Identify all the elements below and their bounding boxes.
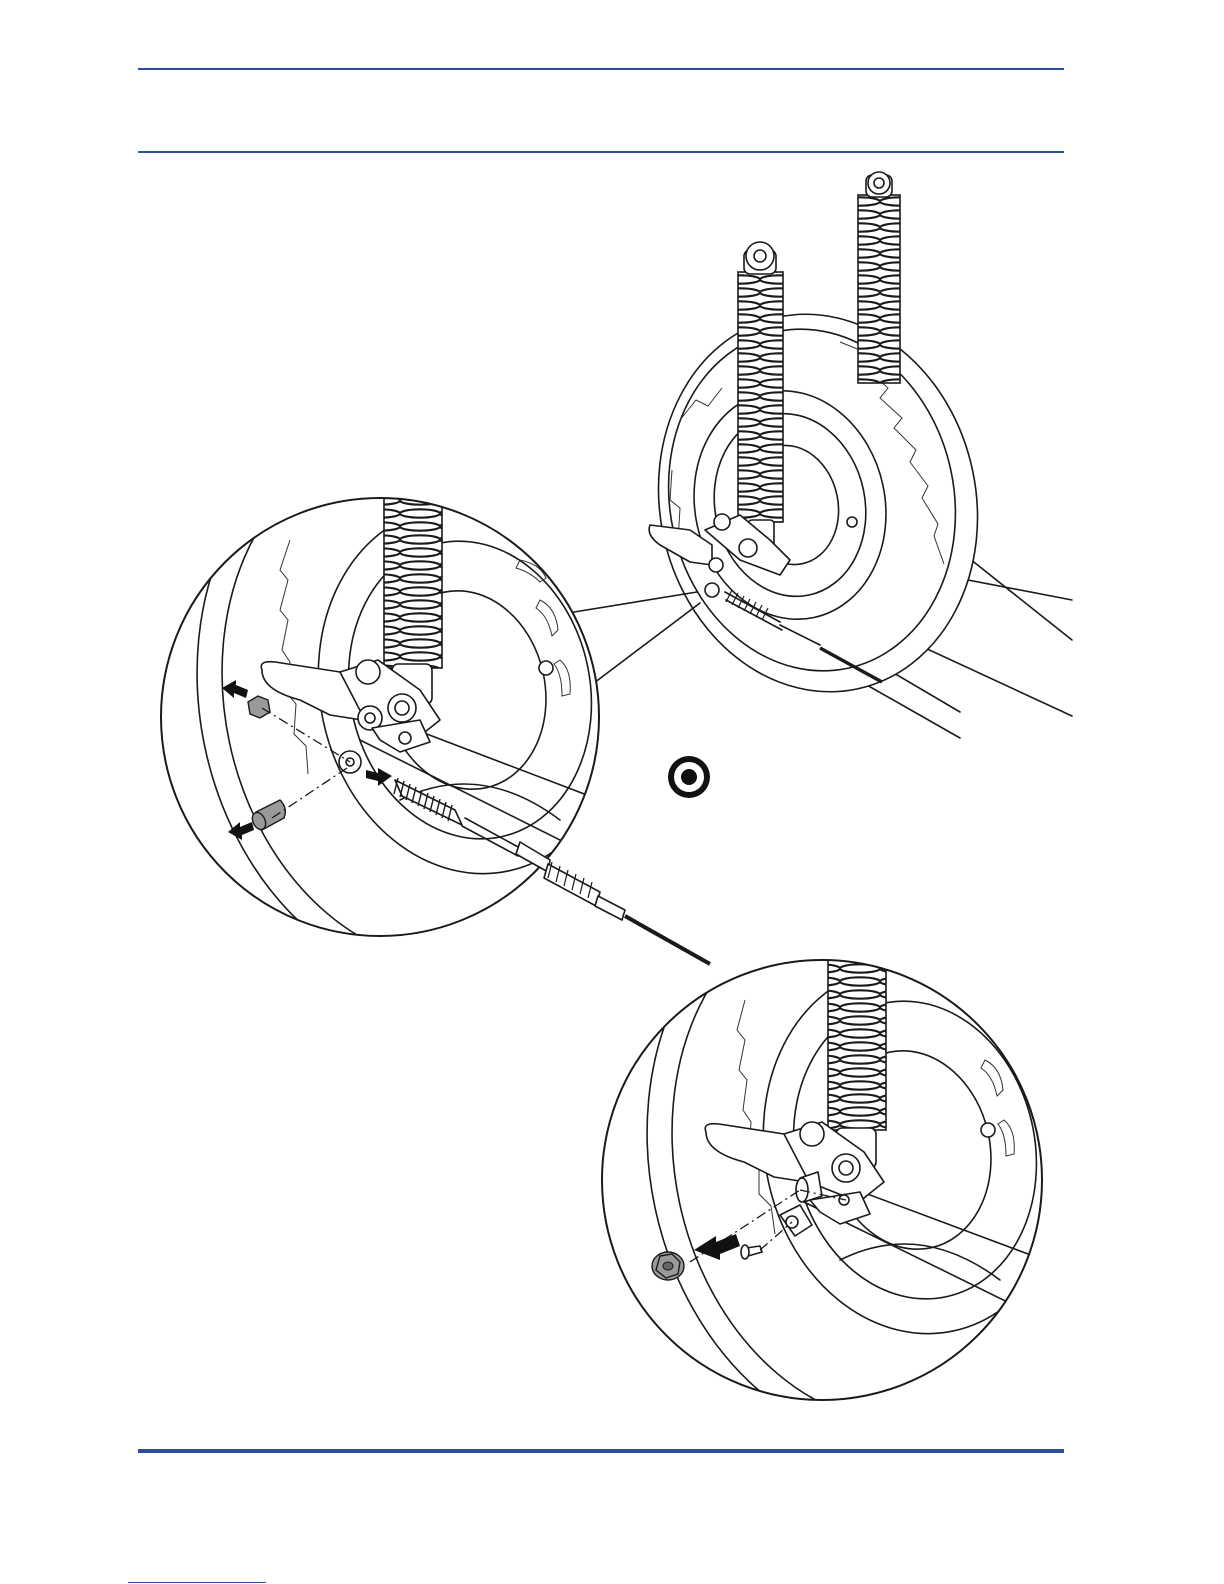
target-symbol-icon bbox=[668, 756, 710, 798]
nut-icon bbox=[652, 1252, 684, 1280]
shock-absorber-icon bbox=[858, 172, 900, 383]
nut-icon bbox=[248, 696, 270, 718]
callout-leader bbox=[568, 592, 697, 613]
main-view bbox=[568, 172, 1072, 738]
shock-absorber-icon bbox=[738, 242, 783, 550]
brake-cable-icon bbox=[516, 842, 710, 964]
detail-circle-upper-left bbox=[145, 369, 716, 1032]
callout-leader bbox=[594, 603, 700, 683]
detail-circle-lower-right bbox=[595, 829, 1166, 1492]
